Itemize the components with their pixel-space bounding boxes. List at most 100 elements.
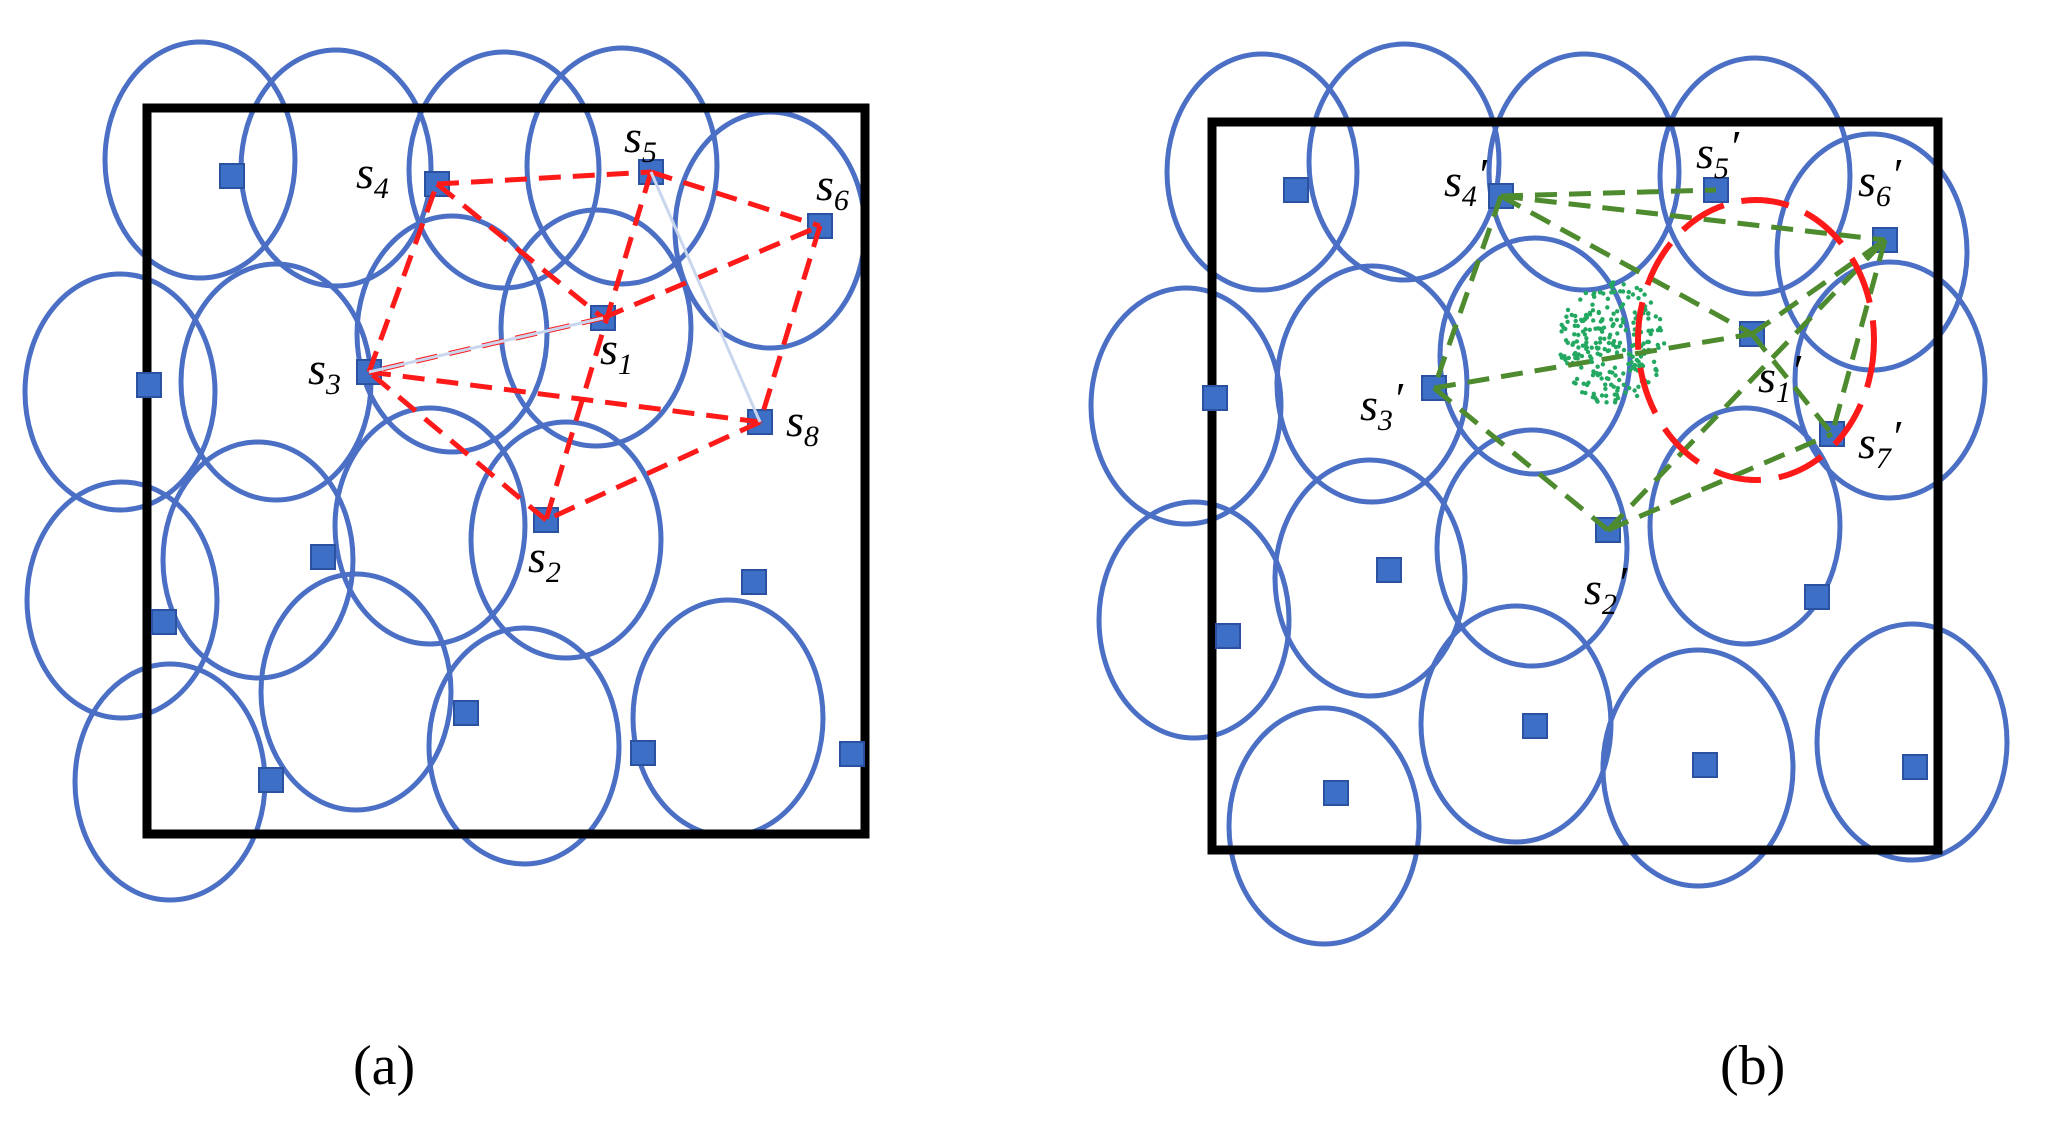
green-dot xyxy=(1571,340,1576,346)
green-dot xyxy=(1649,328,1655,333)
green-dot xyxy=(1595,346,1600,351)
green-dot xyxy=(1593,340,1599,346)
green-dot xyxy=(1612,365,1618,370)
node-label-s4: s4 xyxy=(356,147,389,205)
green-dot xyxy=(1640,363,1646,369)
coverage-circle xyxy=(498,207,694,449)
coverage-circle xyxy=(524,45,720,287)
green-dot xyxy=(1565,307,1571,313)
node-label-s6: s6 xyxy=(816,159,849,217)
green-dot xyxy=(1636,384,1641,389)
coverage-circle xyxy=(1272,457,1468,699)
green-dot xyxy=(1609,290,1614,295)
green-dash-link xyxy=(1433,331,1753,391)
sensor-node xyxy=(1323,780,1349,806)
green-dot xyxy=(1626,295,1631,300)
green-dot xyxy=(1615,385,1621,391)
green-dot xyxy=(1612,400,1618,405)
green-dot xyxy=(1604,376,1610,381)
green-dot xyxy=(1610,370,1615,375)
sensor-node xyxy=(1376,557,1402,583)
caption-b: (b) xyxy=(1720,1035,1786,1097)
green-dot xyxy=(1604,400,1609,405)
coverage-circle xyxy=(1096,499,1292,741)
green-dot xyxy=(1584,382,1590,388)
green-dot xyxy=(1603,393,1609,398)
green-dot xyxy=(1613,345,1619,350)
coverage-circle xyxy=(1814,621,2010,863)
green-dot xyxy=(1615,331,1620,336)
coverage-circle xyxy=(332,405,528,647)
coverage-circle xyxy=(1164,51,1360,293)
sensor-node xyxy=(310,544,336,570)
sensor-node xyxy=(630,740,656,766)
green-dash-link xyxy=(1607,431,1833,533)
green-dash-link xyxy=(1431,195,1504,389)
red-dash-link xyxy=(366,183,440,373)
green-dot xyxy=(1578,297,1583,302)
green-dot xyxy=(1623,390,1628,395)
green-dot xyxy=(1617,340,1623,345)
green-dot xyxy=(1601,291,1606,296)
green-dot xyxy=(1630,354,1635,359)
green-dot xyxy=(1614,350,1620,355)
green-dot xyxy=(1559,329,1564,334)
green-dot xyxy=(1602,346,1607,352)
green-dot xyxy=(1634,285,1640,291)
green-dot xyxy=(1580,390,1585,395)
coverage-circle xyxy=(1600,647,1796,889)
green-dot xyxy=(1613,373,1618,378)
green-dot xyxy=(1626,289,1632,295)
green-dot xyxy=(1618,289,1623,294)
green-dot xyxy=(1582,332,1588,337)
green-dot xyxy=(1648,300,1654,305)
green-dot xyxy=(1657,317,1663,322)
green-dot xyxy=(1638,287,1643,293)
green-dot xyxy=(1591,369,1596,374)
green-dot xyxy=(1590,308,1596,313)
green-dot xyxy=(1597,340,1603,345)
green-dot xyxy=(1585,349,1591,355)
caption-a: (a) xyxy=(353,1035,416,1097)
coverage-circle xyxy=(178,261,374,503)
coverage-circle xyxy=(1434,427,1630,669)
green-dot xyxy=(1654,372,1659,378)
region-frame xyxy=(1207,117,1943,855)
green-dot xyxy=(1630,292,1636,297)
coverage-circle xyxy=(630,597,826,839)
sensor-node xyxy=(219,163,245,189)
green-dot xyxy=(1574,339,1580,344)
green-dash-link xyxy=(1499,193,1754,337)
coverage-circle xyxy=(24,479,220,721)
green-dot xyxy=(1590,395,1596,400)
green-dot xyxy=(1595,326,1601,331)
green-dot xyxy=(1572,332,1577,337)
green-dash-link xyxy=(1750,332,1834,436)
green-dot xyxy=(1609,382,1614,387)
node-label-s3: s3 xyxy=(308,343,341,401)
sensor-node xyxy=(1283,177,1309,203)
node-label-s3p: s3′ xyxy=(1360,373,1404,437)
region-frame xyxy=(142,103,870,839)
red-dash-link xyxy=(435,182,605,320)
green-dot xyxy=(1623,328,1629,333)
green-dot xyxy=(1621,282,1626,287)
green-dot xyxy=(1558,352,1563,357)
coverage-circle xyxy=(22,271,218,513)
green-dot xyxy=(1562,354,1567,359)
green-dot xyxy=(1581,381,1586,386)
sensor-node xyxy=(839,741,865,767)
green-dot xyxy=(1609,317,1614,322)
green-dot xyxy=(1651,359,1657,364)
sensor-node xyxy=(1902,754,1928,780)
green-dot xyxy=(1626,361,1631,367)
green-dot xyxy=(1589,359,1595,365)
green-dot xyxy=(1620,316,1626,322)
red-dash-link xyxy=(436,169,652,187)
green-dot xyxy=(1584,346,1589,351)
green-dot xyxy=(1591,292,1596,297)
green-dot xyxy=(1605,305,1610,310)
green-dot xyxy=(1583,327,1588,332)
green-dot xyxy=(1569,312,1575,318)
